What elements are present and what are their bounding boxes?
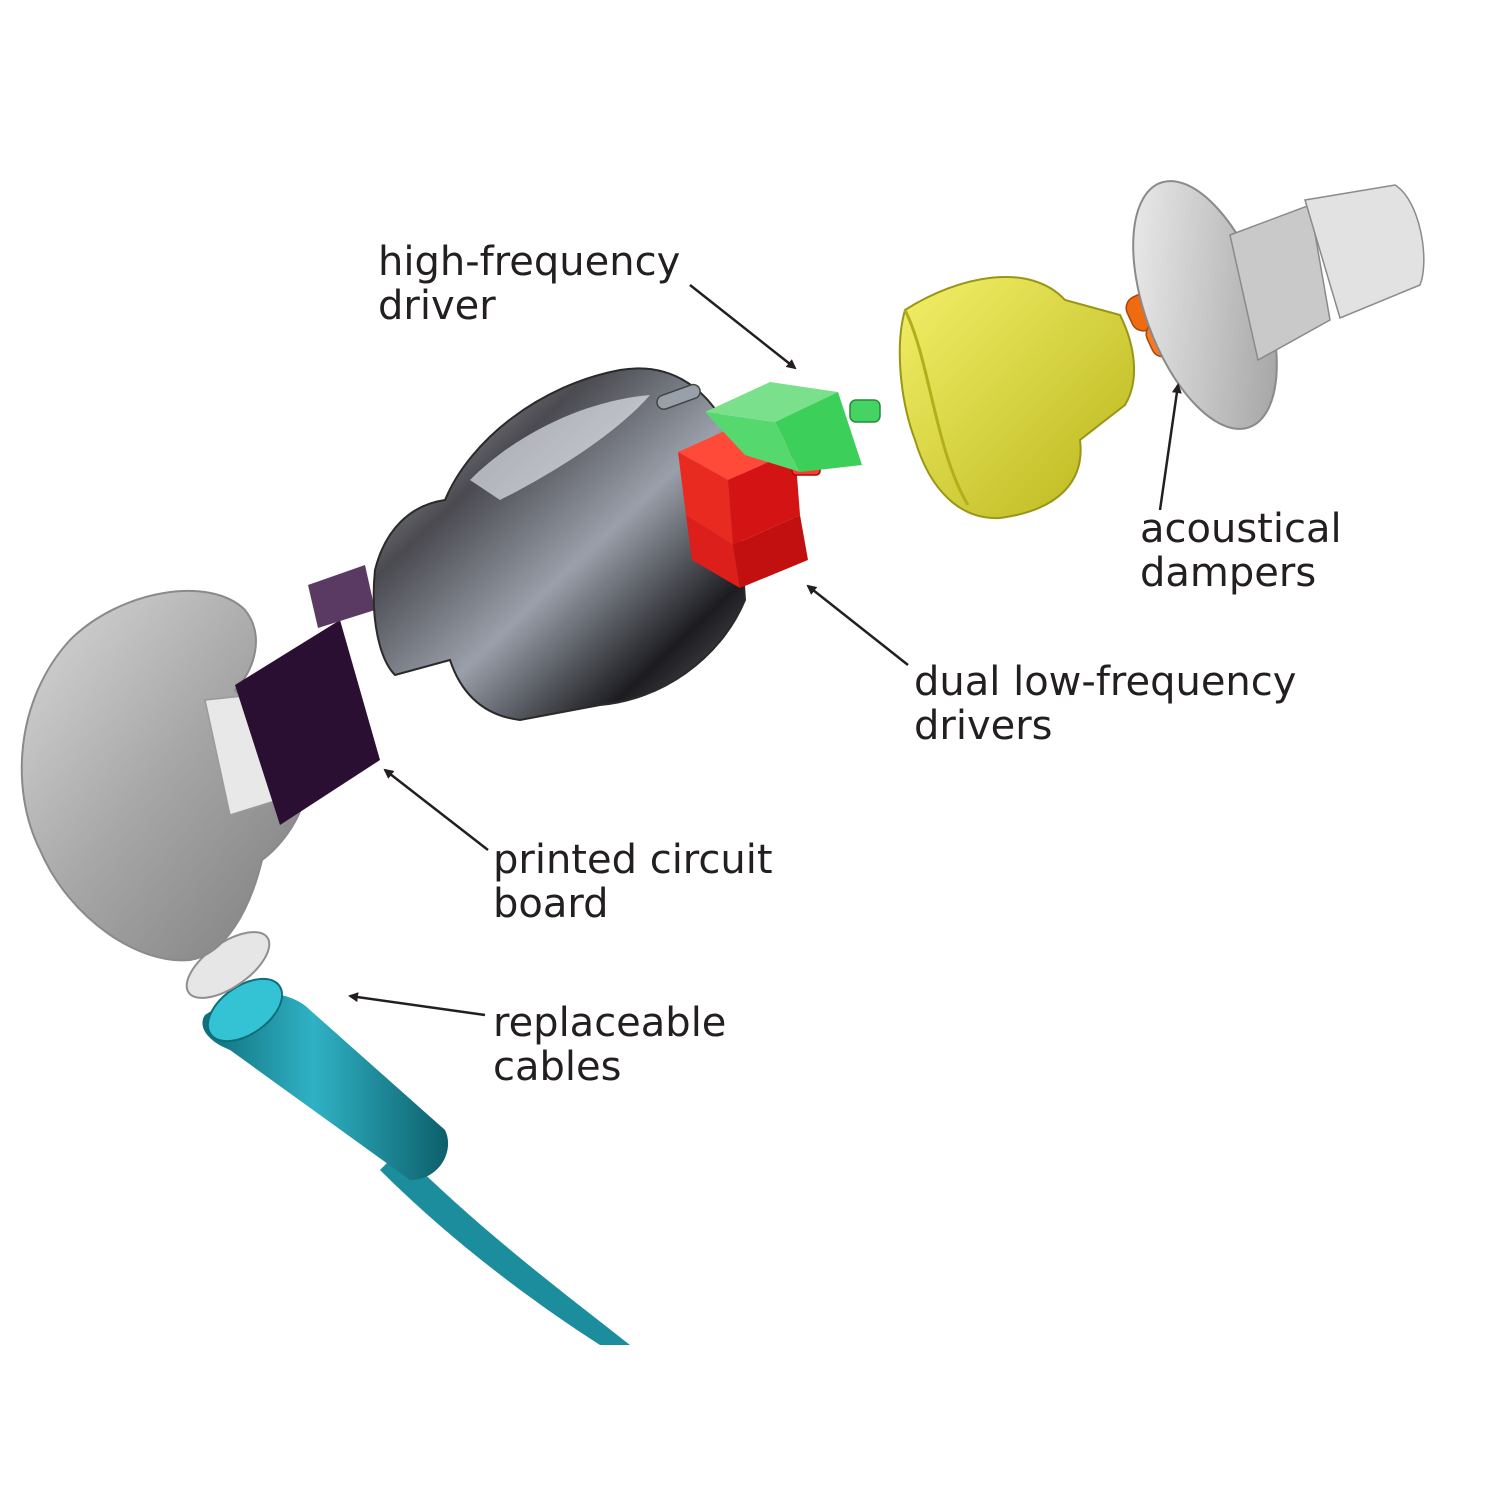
label-printed-circuit-board-line1: printed circuit: [493, 837, 773, 883]
lf-driver-side-upper: [678, 452, 733, 545]
sleeve-tip: [1132, 180, 1425, 430]
cable-connector-tip: [206, 977, 284, 1043]
label-printed-circuit-board-line2: board: [493, 881, 609, 927]
sound-nozzle: [898, 275, 1136, 520]
label-replaceable-cables: replaceable cables: [493, 1001, 726, 1089]
label-acoustical-dampers-line2: dampers: [1140, 550, 1317, 596]
leader-arrows: [348, 284, 1182, 1017]
label-acoustical-dampers-line1: acoustical: [1140, 506, 1342, 552]
label-high-frequency-driver-line2: driver: [378, 283, 496, 329]
arrow-acoustical-dampers: [1158, 383, 1182, 511]
chrome-shell: [372, 367, 747, 722]
chrome-driver-housing: [372, 367, 747, 722]
label-replaceable-cables-line2: cables: [493, 1044, 622, 1090]
arrow-high-frequency-driver: [689, 284, 797, 370]
hf-driver-port: [849, 399, 881, 423]
cable-component: [185, 931, 630, 1345]
label-high-frequency-driver-line1: high-frequency: [378, 239, 681, 285]
arrow-dual-low-frequency-drivers: [806, 584, 909, 666]
hf-driver-side: [705, 412, 800, 472]
label-dual-low-frequency-drivers-line1: dual low-frequency: [914, 659, 1297, 705]
chrome-pin: [656, 383, 701, 410]
nozzle-face: [903, 309, 970, 506]
hf-driver-top-face: [705, 382, 838, 422]
pcb-tab: [308, 565, 375, 628]
pcb-component: [235, 565, 380, 825]
label-dual-low-frequency-drivers-line2: drivers: [914, 703, 1053, 749]
arrow-replaceable-cables: [348, 992, 486, 1017]
nozzle-body: [898, 275, 1136, 520]
label-printed-circuit-board: printed circuit board: [493, 838, 773, 926]
high-frequency-driver: [705, 382, 881, 472]
label-acoustical-dampers: acoustical dampers: [1140, 507, 1342, 595]
cable-strain-relief: [202, 993, 449, 1180]
pcb-board: [235, 620, 380, 825]
lf-driver-front-upper: [728, 450, 800, 545]
sleeve-tip-stem: [1229, 203, 1331, 362]
arrow-printed-circuit-board: [383, 768, 489, 851]
label-high-frequency-driver: high-frequency driver: [378, 240, 680, 328]
label-replaceable-cables-line1: replaceable: [493, 1000, 727, 1046]
lf-driver-front-lower: [733, 515, 808, 588]
cable-wire: [380, 1150, 630, 1345]
housing-body: [20, 590, 308, 962]
label-dual-low-frequency-drivers: dual low-frequency drivers: [914, 660, 1296, 748]
sleeve-tip-end: [1304, 184, 1425, 320]
lf-driver-side-lower: [686, 515, 740, 588]
hf-driver-front: [775, 392, 862, 472]
chrome-reflection: [470, 395, 650, 500]
